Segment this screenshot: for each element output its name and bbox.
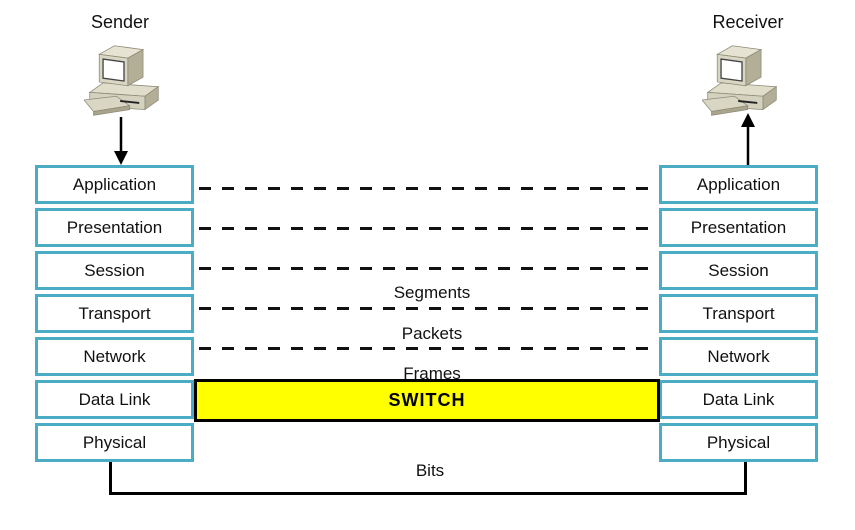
receiver-computer-icon (702, 45, 778, 116)
layer-label: Data Link (78, 389, 151, 409)
layer-label: Application (696, 174, 781, 194)
sender-layer-transport: Transport (35, 294, 194, 333)
switch-box: SWITCH (194, 379, 660, 422)
dashed-line-application (199, 187, 653, 190)
switch-label: SWITCH (388, 390, 466, 410)
dashed-line-session (199, 267, 653, 270)
layer-label: Presentation (66, 217, 163, 237)
layer-label: Application (72, 174, 157, 194)
sender-layer-physical: Physical (35, 423, 194, 462)
receiver-layer-stack: Application Presentation Session Transpo… (659, 165, 818, 462)
dashed-line-presentation (199, 227, 653, 230)
sender-computer-icon (84, 45, 160, 116)
receiver-layer-network: Network (659, 337, 818, 376)
sender-label: Sender (90, 12, 150, 32)
sender-layer-application: Application (35, 165, 194, 204)
receiver-layer-session: Session (659, 251, 818, 290)
layer-label: Physical (82, 432, 147, 452)
layer-label: Session (84, 260, 145, 280)
dashed-line-transport (199, 307, 653, 310)
pdu-label-frames: Frames (403, 364, 461, 383)
sender-layer-network: Network (35, 337, 194, 376)
layer-label: Network (707, 346, 770, 366)
sender-layer-presentation: Presentation (35, 208, 194, 247)
receiver-label: Receiver (712, 12, 784, 32)
pdu-label-packets: Packets (401, 324, 463, 343)
layer-label: Transport (78, 303, 151, 323)
dashed-line-network (199, 347, 653, 350)
layer-label: Presentation (690, 217, 787, 237)
receiver-up-arrow-icon (741, 113, 755, 165)
pdu-label-bits: Bits (415, 461, 445, 480)
sender-layer-session: Session (35, 251, 194, 290)
layer-label: Session (708, 260, 769, 280)
layer-label: Physical (706, 432, 771, 452)
sender-down-arrow-icon (114, 117, 128, 165)
receiver-layer-data-link: Data Link (659, 380, 818, 419)
bits-connection-line (109, 462, 747, 495)
layer-label: Data Link (702, 389, 775, 409)
receiver-layer-presentation: Presentation (659, 208, 818, 247)
layer-label: Transport (702, 303, 775, 323)
pdu-label-segments: Segments (393, 283, 471, 302)
layer-label: Network (83, 346, 146, 366)
receiver-layer-physical: Physical (659, 423, 818, 462)
sender-layer-data-link: Data Link (35, 380, 194, 419)
sender-layer-stack: Application Presentation Session Transpo… (35, 165, 194, 462)
receiver-layer-application: Application (659, 165, 818, 204)
receiver-layer-transport: Transport (659, 294, 818, 333)
